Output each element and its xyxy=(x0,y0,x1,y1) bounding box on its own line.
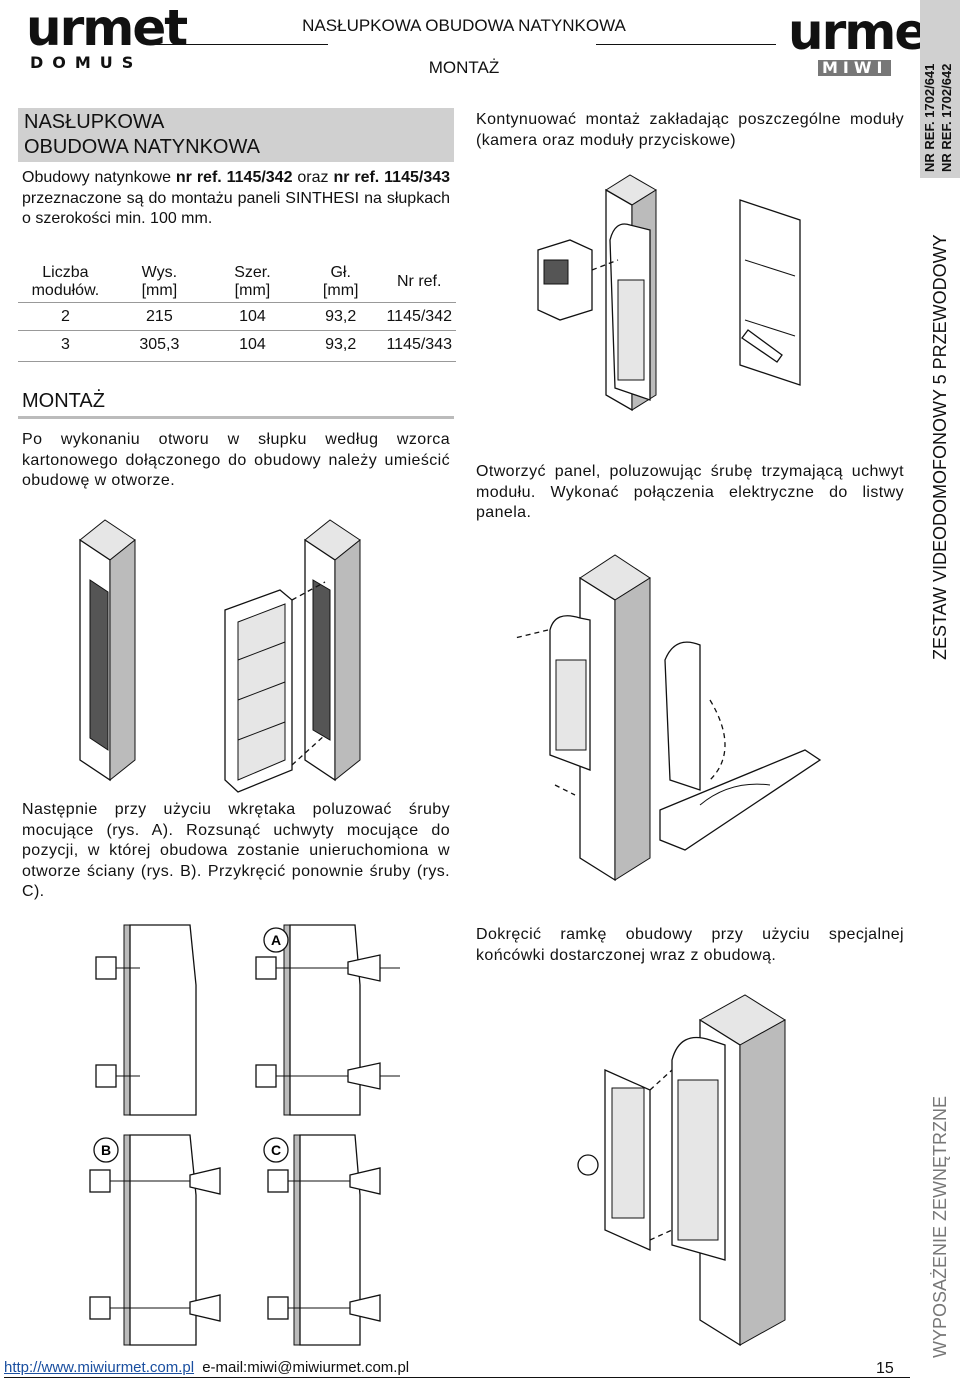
section-title-line2: OBUDOWA NATYNKOWA xyxy=(24,136,260,158)
table-bottom-rule xyxy=(18,361,456,362)
side-ref-box xyxy=(920,0,960,178)
section-title-box: NASŁUPKOWA OBUDOWA NATYNKOWA xyxy=(18,108,454,162)
detail-b: B xyxy=(89,1134,221,1346)
detail-c-marker xyxy=(263,1137,289,1163)
fixing-screws-figure: A B C xyxy=(89,924,400,1346)
header-rule-left xyxy=(152,44,328,45)
header-title: NASŁUPKOWA OBUDOWA NATYNKOWA xyxy=(302,16,626,35)
detail-b-marker xyxy=(93,1137,119,1163)
open-tray xyxy=(659,749,822,851)
side-series-title: ZESTAW VIDEODOMOFONOWY 5 PRZEWODOWY xyxy=(930,234,950,660)
step4-text: Otworzyć panel, poluzowując śrubę trzyma… xyxy=(476,463,904,521)
table-row: 3 305,3 104 93,2 1145/343 xyxy=(18,330,456,359)
urmet-miwi-logo: urmet MIWI xyxy=(788,3,950,77)
section-title-line1: NASŁUPKOWA xyxy=(24,111,165,133)
table-cell: 3 xyxy=(18,330,113,359)
table-cell: 93,2 xyxy=(298,302,383,331)
detail-c-label: C xyxy=(271,1142,281,1158)
footer-links: http://www.miwiurmet.com.pl e-mail:miwi@… xyxy=(4,1359,409,1376)
column-final xyxy=(671,994,786,1347)
header-rule-right xyxy=(596,44,776,45)
intro-text-2: oraz xyxy=(292,169,334,186)
intro-ref-2: nr ref. 1145/343 xyxy=(333,169,451,186)
footer-email-link[interactable]: e-mail:miwi@miwiurmet.com.pl xyxy=(202,1359,410,1376)
side-category: WYPOSAŻENIE ZEWNĘTRZNE xyxy=(930,1095,950,1358)
detail-a: A xyxy=(255,924,400,1116)
logo-right-sub: MIWI xyxy=(818,60,892,76)
intro-ref-1: nr ref. 1145/342 xyxy=(175,169,293,186)
montaz-heading: MONTAŻ xyxy=(22,390,105,412)
detail-wall-left xyxy=(95,924,197,1116)
urmet-domus-logo: urmet DOMUS xyxy=(26,0,188,72)
panel-opening-figure xyxy=(514,554,822,882)
guide-line-bottom xyxy=(291,734,326,766)
modules-insertion-figure xyxy=(537,174,801,412)
swing-arrow xyxy=(709,699,726,781)
camera-module xyxy=(537,239,619,321)
intro-text-3: przeznaczone są do montażu paneli SINTHE… xyxy=(22,189,450,228)
table-header-cell: Szer.[mm] xyxy=(234,264,271,299)
footer-url-link[interactable]: http://www.miwiurmet.com.pl xyxy=(4,1359,195,1376)
logo-right-main: urmet xyxy=(788,3,950,61)
intro-paragraph: Obudowy natynkowe nr ref. 1145/342 oraz … xyxy=(22,168,450,230)
table-cell: 1145/342 xyxy=(382,302,456,331)
table-cell: 215 xyxy=(112,302,206,331)
footer-rule xyxy=(4,1377,910,1378)
side-ref-line2: NR REF. 1702/642 xyxy=(939,63,954,172)
page-number: 15 xyxy=(876,1360,894,1377)
side-ref-line1: NR REF. 1702/641 xyxy=(922,63,937,172)
logo-left-main: urmet xyxy=(26,0,188,57)
table-cell: 1145/343 xyxy=(382,330,456,359)
header-subtitle: MONTAŻ xyxy=(428,58,500,77)
detail-a-label: A xyxy=(271,932,281,948)
detail-a-marker xyxy=(263,927,289,953)
table-row: 2 215 104 93,2 1145/342 xyxy=(18,302,456,331)
intro-text-1: Obudowy natynkowe xyxy=(22,169,176,186)
column-module-housing xyxy=(605,174,657,412)
hinged-housing xyxy=(549,615,701,791)
table-header-cell: Nr ref. xyxy=(397,273,442,290)
table-header-cell: Wys.[mm] xyxy=(141,264,178,299)
pull-arrow-bottom xyxy=(554,784,576,796)
detail-c: C xyxy=(263,1134,381,1346)
table-cell: 104 xyxy=(205,330,299,359)
montaz-rule xyxy=(18,416,454,419)
table-cell: 104 xyxy=(205,302,299,331)
column-panel xyxy=(579,554,651,882)
step1-text: Po wykonaniu otworu w słupku według wzor… xyxy=(22,431,450,489)
pull-arrow-top xyxy=(514,629,549,639)
table-cell: 305,3 xyxy=(112,330,206,359)
column-with-opening xyxy=(79,519,136,782)
table-cell: 93,2 xyxy=(298,330,383,359)
table-header-cell: Gł.[mm] xyxy=(322,264,359,299)
module-frame xyxy=(739,199,801,386)
logo-left-sub: DOMUS xyxy=(30,53,143,72)
table-cell: 2 xyxy=(18,302,113,331)
guide-line-top xyxy=(291,581,326,601)
step3-text: Kontynuować montaż zakładając poszczegól… xyxy=(476,111,904,149)
column-target xyxy=(304,519,361,782)
column-insertion-figure xyxy=(79,519,361,793)
detail-b-label: B xyxy=(101,1142,111,1158)
step5-text: Dokręcić ramkę obudowy przy użyciu specj… xyxy=(476,926,904,964)
frame-fixing-figure xyxy=(577,994,786,1347)
surface-housing xyxy=(224,589,293,793)
cover-frame xyxy=(577,1068,673,1252)
step2-text: Następnie przy użyciu wkrętaka poluzować… xyxy=(22,801,450,900)
